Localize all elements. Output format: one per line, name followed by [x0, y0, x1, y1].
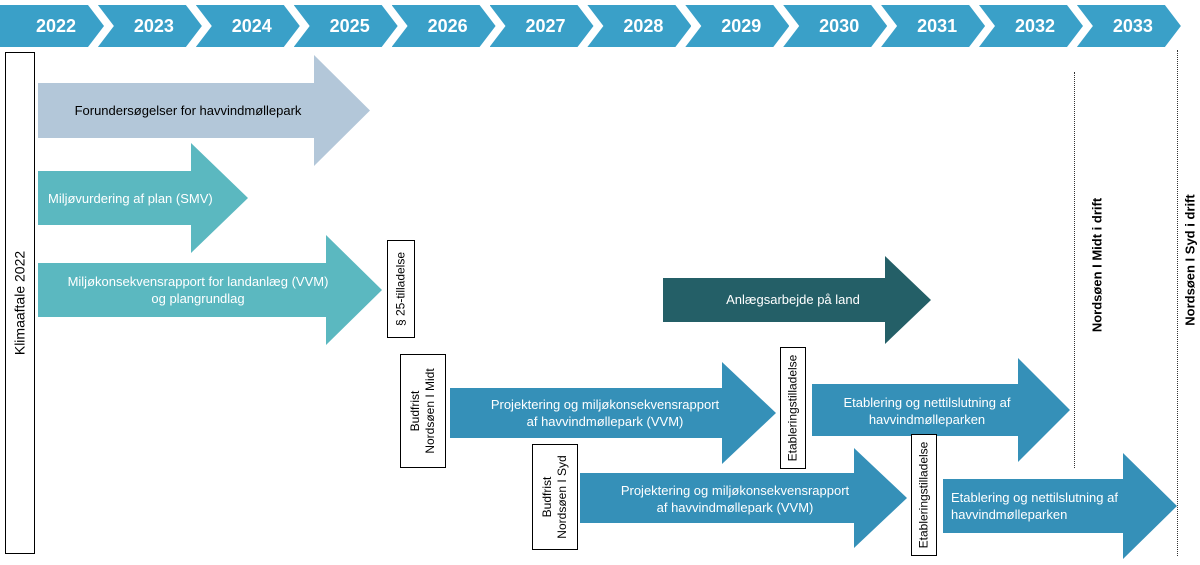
arrow-etablering-midt: Etablering og nettilslutning af havvindm… — [812, 358, 1070, 462]
year-label: 2032 — [1014, 15, 1056, 36]
budfrist-midt-label: Budfrist Nordsøen I Midt — [408, 368, 438, 453]
year-label: 2024 — [231, 15, 272, 36]
year-label: 2033 — [1112, 15, 1153, 36]
arrow-forundersogelser: Forundersøgelser for havvindmøllepark — [38, 55, 370, 166]
arrow-label-line: Etablering og nettilslutning af — [843, 395, 1011, 410]
arrow-label-line: havvindmølleparken — [951, 507, 1068, 522]
year-label: 2030 — [819, 15, 860, 36]
year-chevron-2032: 2032 — [979, 5, 1083, 47]
year-chevron-2026: 2026 — [391, 5, 496, 47]
budfrist-midt-box: Budfrist Nordsøen I Midt — [400, 354, 446, 468]
arrow-label-line: havvindmølleparken — [868, 412, 986, 427]
year-label: 2029 — [721, 15, 762, 36]
arrow-anlaegsarbejde: Anlægsarbejde på land — [663, 256, 931, 344]
budfrist-midt-line: Budfrist — [408, 390, 422, 432]
year-chevron-2024: 2024 — [195, 5, 300, 47]
arrow-label: Miljøvurdering af plan (SMV) — [48, 191, 213, 206]
arrow-label: Miljøkonsekvensrapport for landanlæg (VV… — [38, 273, 358, 307]
year-chevron-2023: 2023 — [97, 5, 202, 47]
arrow-label: Forundersøgelser for havvindmøllepark — [74, 103, 302, 118]
etableringstilladelse-label: Etableringstilladelse — [916, 441, 931, 549]
arrow-label: Etablering og nettilslutning af havvindm… — [812, 394, 1042, 428]
arrow-label: Projektering og miljøkonsekvensrapport a… — [580, 482, 890, 516]
year-chevron-2030: 2030 — [783, 5, 888, 47]
milestone-midt-label: Nordsøen I Midt i drift — [1089, 197, 1105, 333]
klimaaftale-label: Klimaaftale 2022 — [11, 250, 28, 356]
arrow-label: Anlægsarbejde på land — [726, 292, 860, 307]
arrow-label-line: Projektering og miljøkonsekvensrapport — [620, 483, 850, 498]
arrow-vvm-landanlaeg: Miljøkonsekvensrapport for landanlæg (VV… — [38, 235, 382, 345]
budfrist-midt-line: Nordsøen I Midt — [423, 368, 437, 454]
year-label: 2023 — [133, 15, 174, 36]
budfrist-syd-box: Budfrist Nordsøen I Syd — [532, 444, 578, 550]
year-chevron-2031: 2031 — [881, 5, 986, 47]
year-label: 2026 — [427, 15, 468, 36]
paragraf-25-box: § 25-tilladelse — [387, 240, 415, 338]
etableringstilladelse-label: Etableringstilladelse — [785, 354, 800, 462]
milestone-line-syd — [1177, 50, 1178, 556]
year-chevron-2029: 2029 — [685, 5, 790, 47]
paragraf-25-label: § 25-tilladelse — [393, 251, 408, 327]
year-chevron-2033: 2033 — [1076, 5, 1181, 47]
year-chevron-2022: 2022 — [0, 5, 104, 47]
arrow-etablering-syd: Etablering og nettilslutning af havvindm… — [943, 453, 1177, 559]
arrow-projektering-syd: Projektering og miljøkonsekvensrapport a… — [580, 448, 907, 548]
year-label: 2031 — [917, 15, 958, 36]
arrow-smv: Miljøvurdering af plan (SMV) — [38, 143, 248, 253]
arrow-label-line: af havvindmøllepark (VVM) — [526, 414, 684, 429]
klimaaftale-box: Klimaaftale 2022 — [5, 52, 35, 554]
budfrist-syd-line: Nordsøen I Syd — [555, 455, 569, 539]
year-chevron-2025: 2025 — [293, 5, 398, 47]
arrow-label-line: Etablering og nettilslutning af — [951, 490, 1118, 505]
budfrist-syd-label: Budfrist Nordsøen I Syd — [540, 455, 570, 538]
milestone-syd-label: Nordsøen I Syd i drift — [1182, 194, 1198, 326]
arrow-projektering-midt: Projektering og miljøkonsekvensrapport a… — [450, 362, 776, 464]
year-label: 2028 — [623, 15, 664, 36]
year-chevron-2027: 2027 — [489, 5, 594, 47]
etableringstilladelse-box-1: Etableringstilladelse — [780, 347, 806, 469]
arrow-label-line: Projektering og miljøkonsekvensrapport — [490, 397, 720, 412]
year-label: 2027 — [525, 15, 566, 36]
year-label: 2025 — [329, 15, 370, 36]
arrow-label: Projektering og miljøkonsekvensrapport a… — [450, 396, 760, 430]
arrow-label-line: og plangrundlag — [151, 291, 245, 306]
etableringstilladelse-box-2: Etableringstilladelse — [911, 434, 937, 556]
arrow-label: Etablering og nettilslutning af havvindm… — [951, 489, 1141, 523]
budfrist-syd-line: Budfrist — [540, 476, 554, 518]
milestone-line-midt — [1074, 72, 1075, 468]
arrow-label-line: Miljøkonsekvensrapport for landanlæg (VV… — [67, 274, 329, 289]
arrow-label-line: af havvindmøllepark (VVM) — [656, 500, 814, 515]
year-label: 2022 — [35, 15, 77, 36]
year-chevron-2028: 2028 — [587, 5, 692, 47]
